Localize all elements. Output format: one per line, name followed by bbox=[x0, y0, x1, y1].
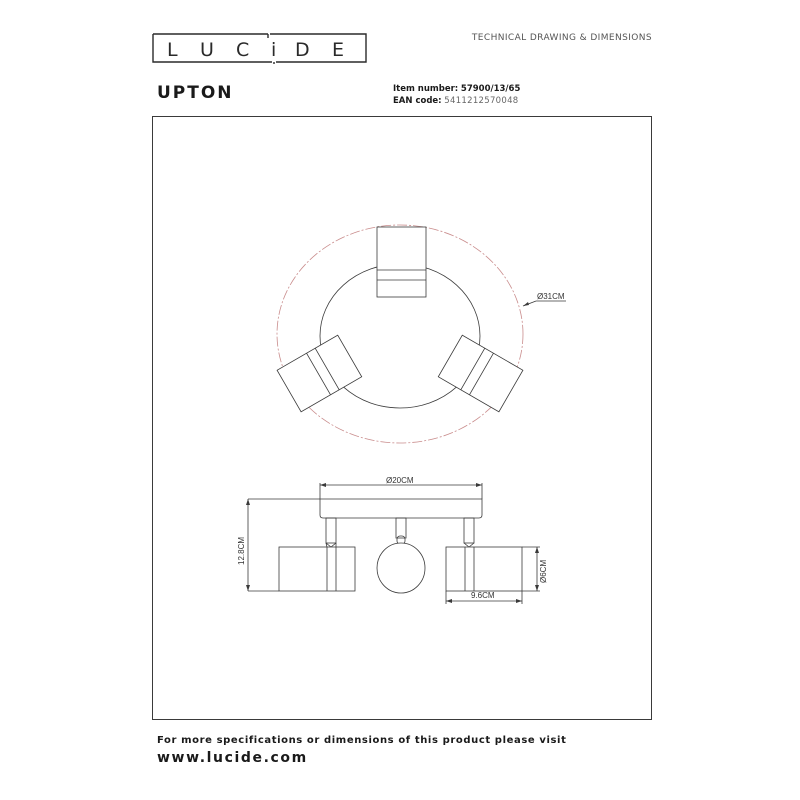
logo-letter-l: L bbox=[167, 39, 178, 61]
drawing-frame bbox=[152, 116, 652, 720]
footer-website-link[interactable]: www.lucide.com bbox=[157, 750, 308, 766]
item-number-row: Item number: 57900/13/65 bbox=[393, 83, 520, 95]
item-number-label: Item number: bbox=[393, 84, 459, 94]
footer-info-text: For more specifications or dimensions of… bbox=[157, 735, 567, 746]
document-type: TECHNICAL DRAWING & DIMENSIONS bbox=[471, 33, 652, 43]
logo-letter-d: D bbox=[295, 39, 310, 61]
ean-value: 5411212570048 bbox=[444, 96, 519, 106]
logo-letter-e: E bbox=[332, 39, 344, 61]
logo-letter-u: U bbox=[200, 39, 214, 61]
logo-frame: L U C i D E bbox=[152, 33, 367, 64]
ean-row: EAN code: 5411212570048 bbox=[393, 95, 520, 107]
logo-letter-c: C bbox=[236, 39, 249, 61]
product-name: UPTON bbox=[157, 83, 234, 103]
item-number-value: 57900/13/65 bbox=[460, 84, 521, 94]
lucide-logo: L U C i D E bbox=[152, 32, 367, 64]
product-meta: Item number: 57900/13/65 EAN code: 54112… bbox=[393, 83, 520, 107]
ean-label: EAN code: bbox=[393, 96, 442, 106]
logo-letter-i: i bbox=[271, 39, 276, 61]
